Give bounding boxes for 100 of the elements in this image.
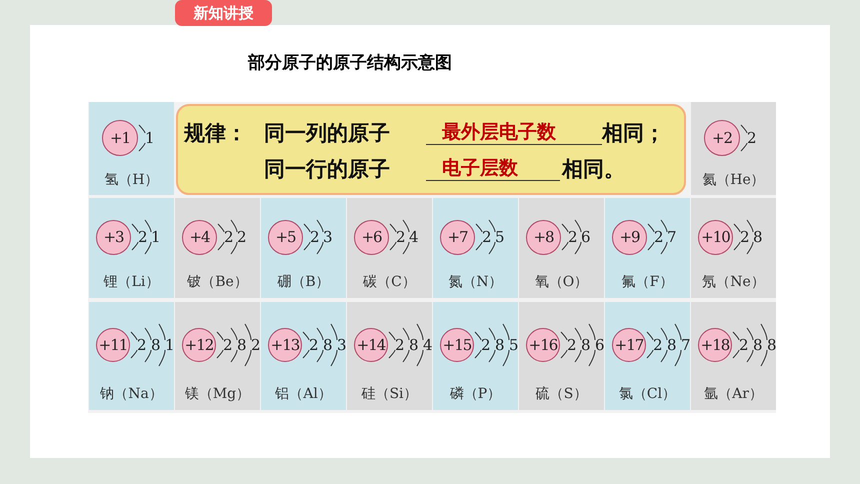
electron-count: 2 [747, 130, 757, 146]
electron-count: 4 [423, 337, 433, 353]
nucleus-circle: +2 [704, 120, 740, 156]
electron-count: 8 [581, 337, 591, 353]
electron-count: 2 [568, 229, 578, 245]
element-name: 氩（Ar） [704, 386, 763, 402]
element-cell [347, 198, 432, 298]
electron-count: 5 [509, 337, 519, 353]
electron-count: 1 [151, 229, 161, 245]
answer-blank: 最外层电子数 [426, 120, 602, 145]
nucleus-circle: +6 [354, 220, 389, 254]
electron-count: 2 [567, 337, 577, 353]
electron-count: 2 [137, 337, 147, 353]
electron-count: 2 [395, 337, 405, 353]
electron-count: 2 [310, 229, 320, 245]
element-name: 氟（F） [622, 274, 674, 290]
element-cell [605, 302, 690, 410]
nucleus-circle: +3 [96, 220, 131, 254]
electron-count: 2 [740, 229, 750, 245]
element-name: 锂（Li） [104, 274, 160, 290]
electron-count: 7 [667, 229, 677, 245]
element-cell [89, 102, 174, 195]
electron-count: 6 [581, 229, 591, 245]
element-name: 氮（N） [448, 274, 503, 290]
rule-text: 同一行的原子 [264, 156, 390, 182]
electron-count: 8 [409, 337, 419, 353]
element-cell [519, 302, 604, 410]
element-cell [89, 302, 174, 410]
nucleus-circle: +8 [526, 220, 561, 254]
electron-count: 8 [667, 337, 677, 353]
nucleus-circle: +17 [612, 328, 646, 362]
element-cell [261, 198, 346, 298]
nucleus-circle: +18 [698, 328, 732, 362]
electron-count: 2 [223, 337, 233, 353]
electron-count: 2 [224, 229, 234, 245]
electron-count: 2 [481, 337, 491, 353]
nucleus-circle: +16 [526, 328, 560, 362]
electron-count: 2 [739, 337, 749, 353]
element-name: 铍（Be） [187, 274, 248, 290]
electron-count: 6 [595, 337, 605, 353]
nucleus-circle: +12 [182, 328, 216, 362]
element-name: 氯（Cl） [618, 386, 676, 402]
title: 部分原子的原子结构示意图 [248, 52, 452, 74]
element-cell [89, 198, 174, 298]
section-tab: 新知讲授 [175, 0, 272, 26]
element-cell [175, 302, 260, 410]
electron-count: 8 [767, 337, 777, 353]
electron-count: 1 [145, 130, 155, 146]
electron-count: 2 [237, 229, 247, 245]
element-name: 碳（C） [363, 274, 416, 290]
electron-count: 1 [165, 337, 175, 353]
nucleus-circle: +1 [102, 120, 138, 156]
element-cell [605, 198, 690, 298]
nucleus-circle: +5 [268, 220, 303, 254]
electron-count: 2 [138, 229, 148, 245]
element-cell [175, 198, 260, 298]
electron-count: 8 [237, 337, 247, 353]
element-name: 氧（O） [534, 274, 588, 290]
element-cell [433, 302, 518, 410]
nucleus-circle: +15 [440, 328, 474, 362]
electron-count: 2 [654, 229, 664, 245]
electron-count: 4 [409, 229, 419, 245]
element-cell [433, 198, 518, 298]
electron-count: 2 [396, 229, 406, 245]
electron-count: 8 [753, 337, 763, 353]
electron-count: 2 [482, 229, 492, 245]
element-name: 硫（S） [536, 386, 588, 402]
rule-label: 规律： [184, 120, 247, 146]
element-name: 硼（B） [277, 274, 330, 290]
element-cell [261, 302, 346, 410]
element-cell [691, 198, 776, 298]
nucleus-circle: +13 [268, 328, 302, 362]
element-cell [691, 102, 776, 195]
nucleus-circle: +4 [182, 220, 217, 254]
electron-count: 5 [495, 229, 505, 245]
electron-count: 2 [653, 337, 663, 353]
electron-count: 8 [753, 229, 763, 245]
element-cell [519, 198, 604, 298]
nucleus-circle: +11 [96, 328, 130, 362]
element-name: 铝（Al） [275, 386, 332, 402]
element-name: 磷（P） [450, 386, 502, 402]
electron-count: 7 [681, 337, 691, 353]
electron-count: 2 [309, 337, 319, 353]
rule-text: 相同； [602, 120, 665, 146]
element-cell [347, 302, 432, 410]
electron-count: 8 [495, 337, 505, 353]
electron-count: 3 [323, 229, 333, 245]
element-name: 氖（Ne） [702, 274, 765, 290]
electron-count: 3 [337, 337, 347, 353]
element-name: 钠（Na） [100, 386, 163, 402]
electron-count: 8 [323, 337, 333, 353]
nucleus-circle: +10 [698, 220, 733, 254]
rule-text: 同一列的原子 [264, 120, 390, 146]
element-name: 氢（H） [104, 172, 159, 188]
rule-text: 相同。 [562, 156, 625, 182]
element-name: 氦（He） [702, 172, 765, 188]
nucleus-circle: +7 [440, 220, 475, 254]
element-name: 硅（Si） [361, 386, 418, 402]
electron-count: 8 [151, 337, 161, 353]
answer-blank: 电子层数 [426, 156, 560, 181]
